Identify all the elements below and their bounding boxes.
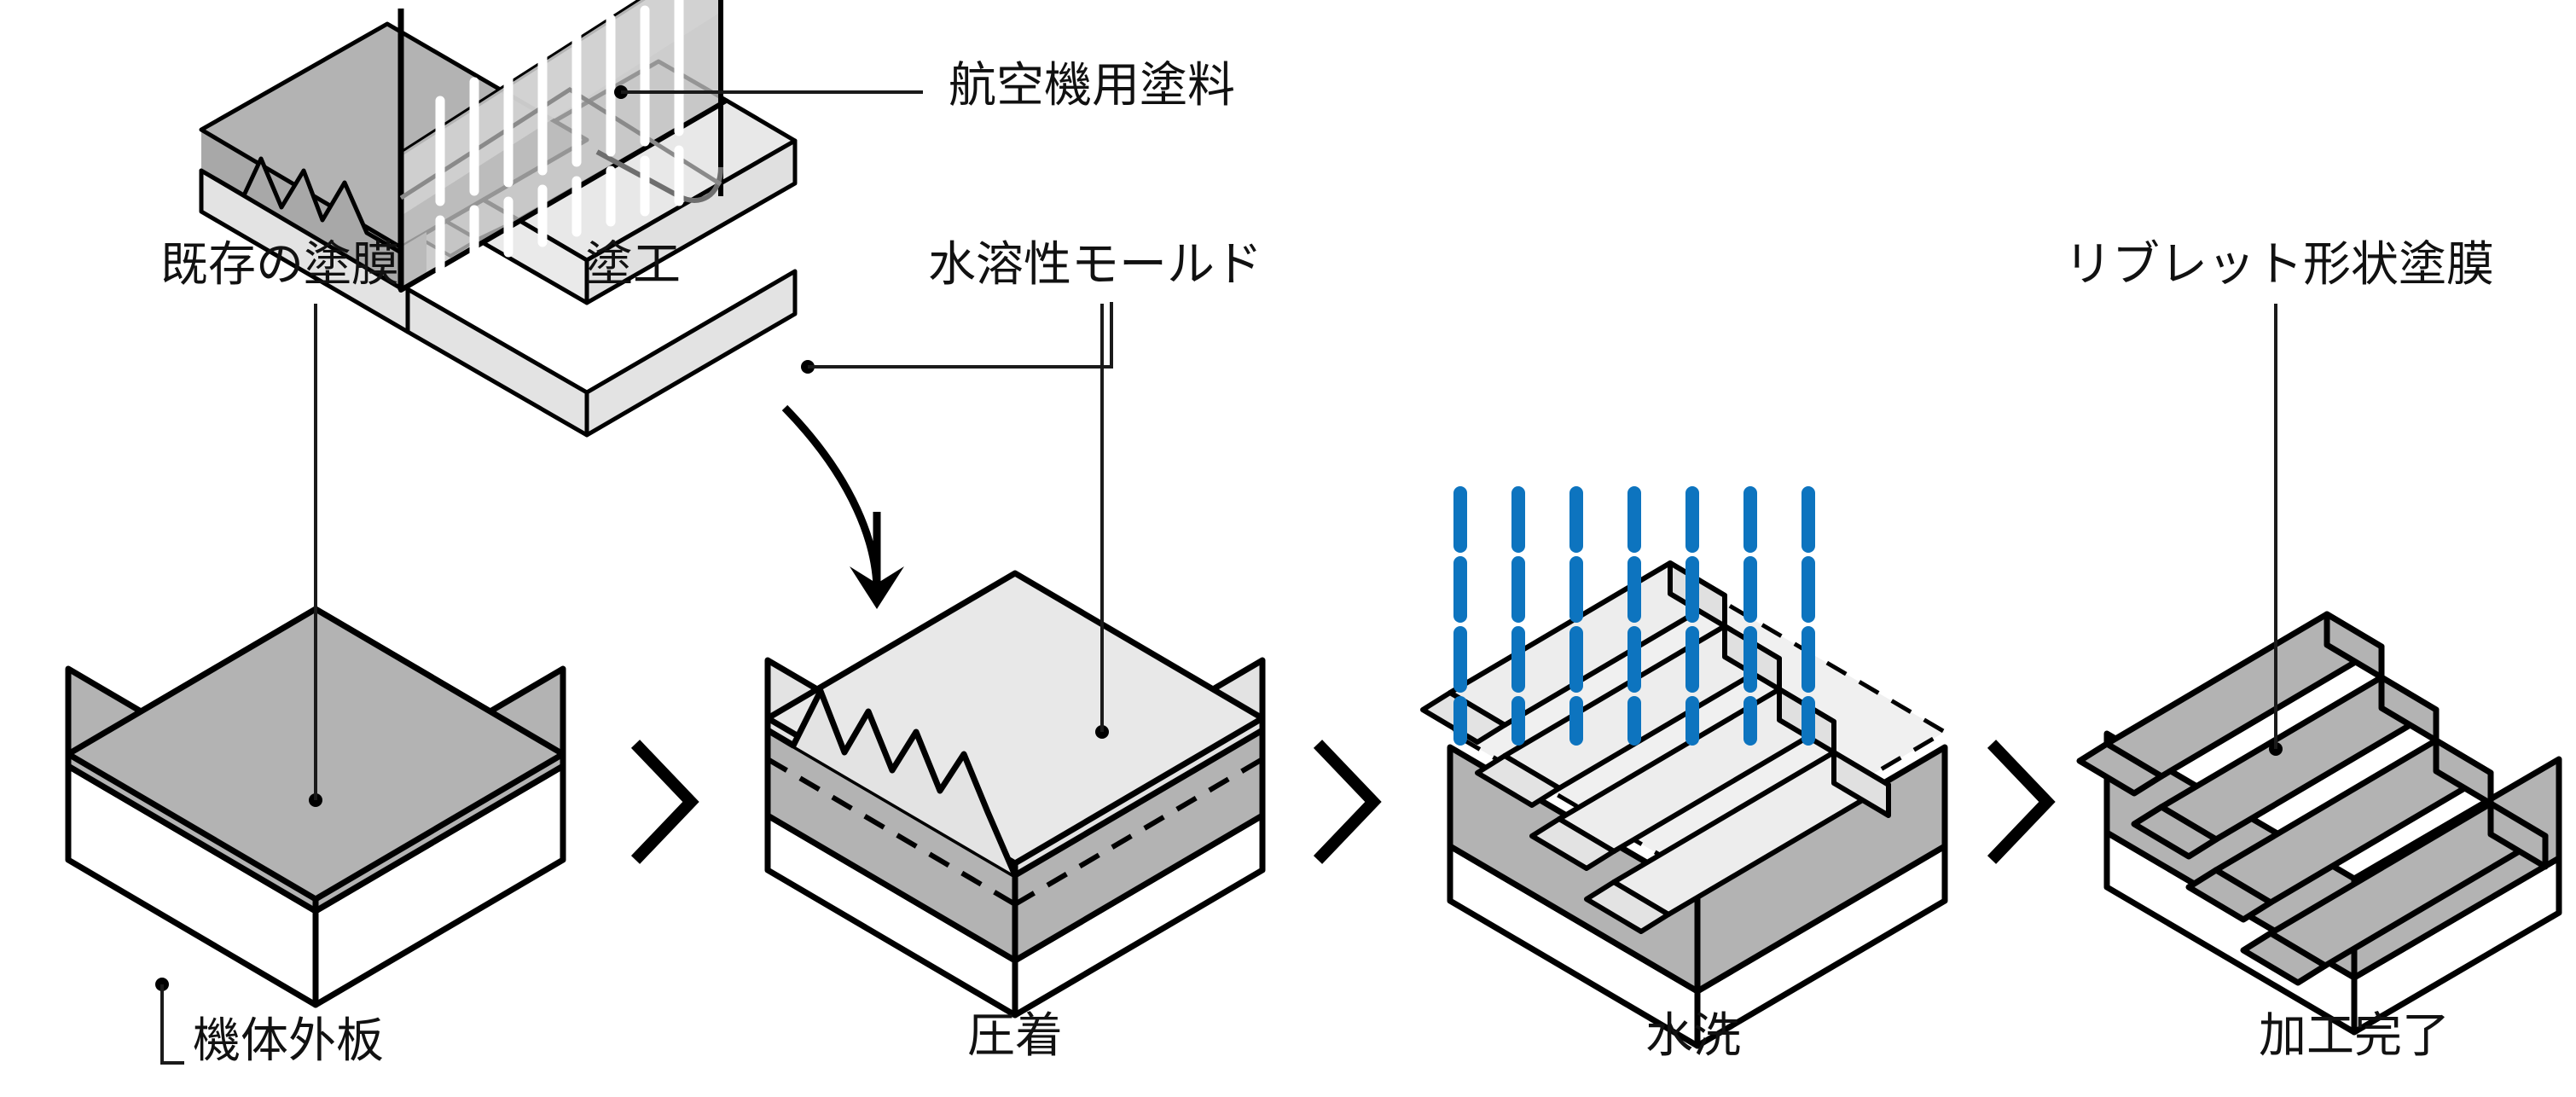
riblet-ridges-wash [1420, 560, 1891, 934]
leader-existing-coating [309, 304, 322, 807]
coating-assembly [199, 0, 1113, 609]
step-caption-done: 加工完了 [2259, 1008, 2450, 1062]
callout-coating-step: 塗工 [585, 237, 681, 291]
chevron-separator-1 [630, 740, 699, 864]
flow-arrow-curved [781, 404, 904, 609]
step-2-pressing [764, 304, 1266, 1019]
callout-airframe-skin: 機体外板 [193, 1013, 384, 1067]
step-4-finished [2076, 304, 2562, 1036]
leader-mold-step2 [1095, 304, 1109, 739]
step-caption-wash: 水洗 [1645, 1008, 1741, 1062]
callout-water-soluble-mold: 水溶性モールド [928, 237, 1262, 291]
chevron-separator-3 [1987, 740, 2056, 864]
step-1-existing-coating [65, 304, 566, 1065]
step-caption-press: 圧着 [967, 1008, 1063, 1062]
wash-water-streams [1453, 486, 1815, 746]
step-3-water-wash [1420, 486, 1949, 1049]
callout-riblet-coating: リブレット形状塗膜 [2064, 237, 2494, 291]
leader-water-soluble-mold-top [801, 302, 1113, 374]
chevron-separator-2 [1313, 740, 1382, 864]
paint-streaks [435, 0, 684, 276]
riblet-ridges-final [2076, 611, 2549, 986]
leader-aircraft-paint [614, 85, 923, 99]
leader-riblet-coating [2269, 304, 2283, 756]
callout-existing-coating: 既存の塗膜 [160, 237, 399, 291]
callout-aircraft-paint: 航空機用塗料 [949, 58, 1235, 112]
leader-airframe-skin [155, 978, 184, 1065]
